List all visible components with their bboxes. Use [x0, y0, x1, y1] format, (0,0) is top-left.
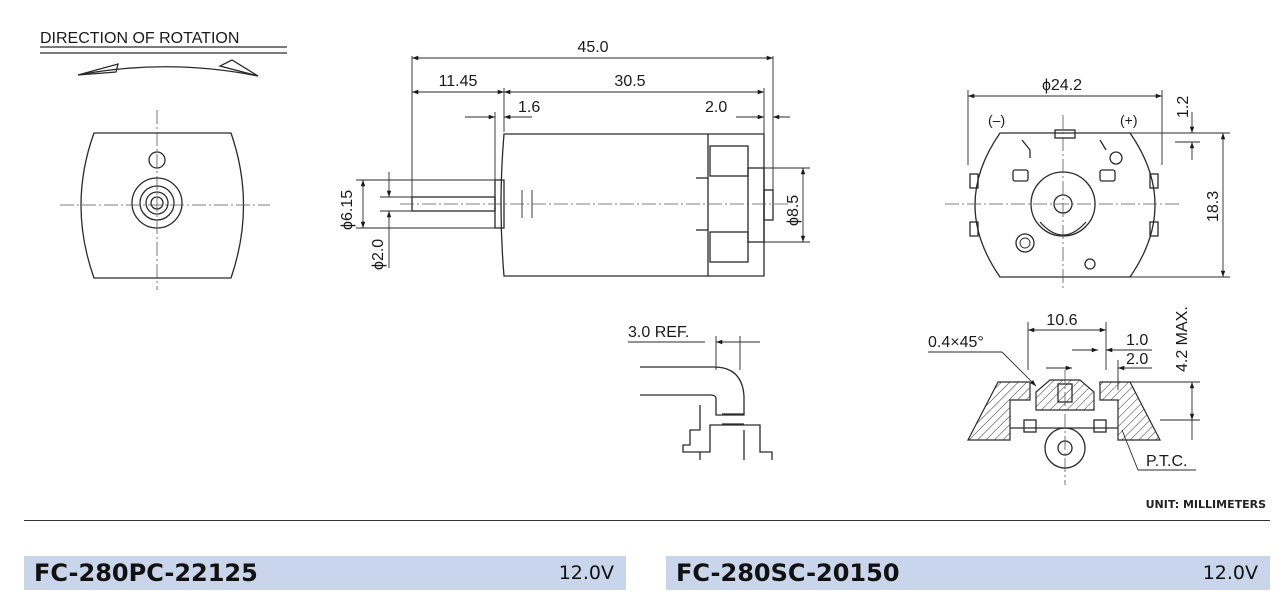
model-bar-1: FC-280PC-22125 12.0V: [24, 556, 626, 590]
model-voltage-1: 12.0V: [558, 562, 614, 584]
rear-hole: [1084, 258, 1096, 270]
rotation-arrow-arc: [77, 66, 259, 77]
ptc-device: [1015, 233, 1035, 253]
clip-r2: [1149, 221, 1159, 237]
ptc-leader: [1121, 429, 1139, 471]
end-view-outline: [80, 132, 245, 279]
model-bar-2: FC-280SC-20150 12.0V: [666, 556, 1270, 590]
section-tab-r: [1093, 419, 1107, 433]
terminal-pos: [1099, 169, 1116, 182]
clip-l2: [969, 221, 979, 237]
dim-body: 30.5: [614, 73, 645, 90]
dim-20b: 2.0: [1126, 351, 1148, 368]
top-notch: [1054, 129, 1076, 139]
dim-dia-body: ϕ24.2: [1042, 77, 1082, 94]
bearing-ring: [145, 191, 169, 215]
terminal-bend: [711, 366, 745, 416]
dim-chamfer: 0.4×45°: [928, 334, 984, 351]
section-detail: 0.4×45° 10.6 1.0 2.0 4.2 MAX.: [928, 306, 1200, 485]
polarity-negative: (–): [988, 112, 1005, 128]
model-name-1: FC-280PC-22125: [34, 559, 258, 587]
endbell-tab-bottom: [709, 231, 749, 263]
dim-106: 10.6: [1046, 312, 1077, 329]
ptc-label: P.T.C.: [1146, 453, 1188, 470]
dim-dia-shaft: ϕ2.0: [370, 239, 387, 270]
dim-ref: 3.0 REF.: [628, 324, 689, 341]
rear-end-view: ϕ24.2 (–) (+) 1.2 18.3: [945, 77, 1230, 290]
terminal-neg: [1012, 169, 1029, 182]
front-end-view: DIRECTION OF ROTATION: [40, 30, 287, 290]
section-tab-l: [1023, 419, 1037, 433]
clip-l1: [969, 173, 979, 189]
model-name-2: FC-280SC-20150: [676, 559, 900, 587]
divider: [24, 520, 1270, 521]
dim-10: 1.0: [1126, 332, 1148, 349]
endbell-tab-top: [709, 145, 749, 177]
side-view: 45.0 11.45 30.5 1.6 2.0 ϕ6.15: [339, 39, 810, 277]
rotation-arrow-head: [218, 59, 259, 77]
model-voltage-2: 12.0V: [1202, 562, 1258, 584]
rear-shaft: [763, 189, 774, 221]
direction-label: DIRECTION OF ROTATION: [40, 30, 239, 47]
dim-max: 4.2 MAX.: [1174, 306, 1191, 372]
dim-dia-bearing: ϕ6.15: [339, 190, 356, 230]
polarity-positive: (+): [1120, 112, 1138, 128]
rotation-arrow-tail: [77, 63, 119, 76]
dim-shaft: 11.45: [439, 73, 478, 90]
rear-body-outline: [974, 132, 1156, 278]
motor-body: [500, 133, 765, 277]
dim-top: 1.2: [1175, 96, 1192, 118]
endbell-boss: [747, 167, 765, 243]
motor-drawing: DIRECTION OF ROTATION 45.0 11.45 30.5: [40, 30, 1230, 485]
dim-bush: 1.6: [518, 99, 540, 116]
dim-overall: 45.0: [577, 39, 608, 56]
terminal-detail: 3.0 REF.: [628, 324, 773, 460]
brush-neg: [1021, 139, 1031, 158]
unit-note: UNIT: MILLIMETERS: [1145, 498, 1266, 511]
housing-right: [1099, 381, 1161, 441]
dim-end: 2.0: [705, 99, 727, 116]
brush-pos: [1099, 139, 1107, 151]
dim-dia-endbell: ϕ8.5: [785, 195, 802, 226]
clip-r1: [1149, 173, 1159, 189]
ptc-device-inner: [1019, 237, 1031, 249]
chamfer-leader: [1001, 351, 1037, 387]
housing-left: [967, 381, 1031, 441]
dim-height: 18.3: [1205, 191, 1222, 222]
terminal-base: [682, 405, 773, 460]
pos-marker: [1109, 151, 1123, 165]
